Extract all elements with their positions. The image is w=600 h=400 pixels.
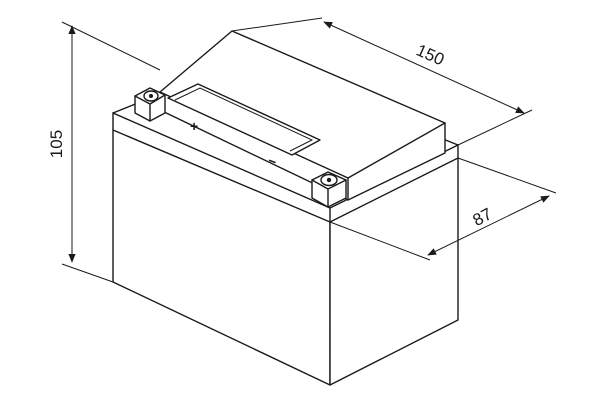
height-label: 105 [47, 130, 66, 158]
top-cover [159, 30, 446, 201]
height-dimension: 105 [47, 21, 161, 283]
width-label: 87 [470, 204, 496, 230]
terminal-bolt-icon [326, 177, 332, 183]
negative-terminal [311, 171, 347, 208]
terminal-bolt-icon [149, 94, 153, 98]
positive-terminal [134, 87, 166, 122]
side-face [329, 157, 459, 386]
terminal-tray [167, 83, 321, 156]
positive-symbol: + [190, 118, 198, 134]
